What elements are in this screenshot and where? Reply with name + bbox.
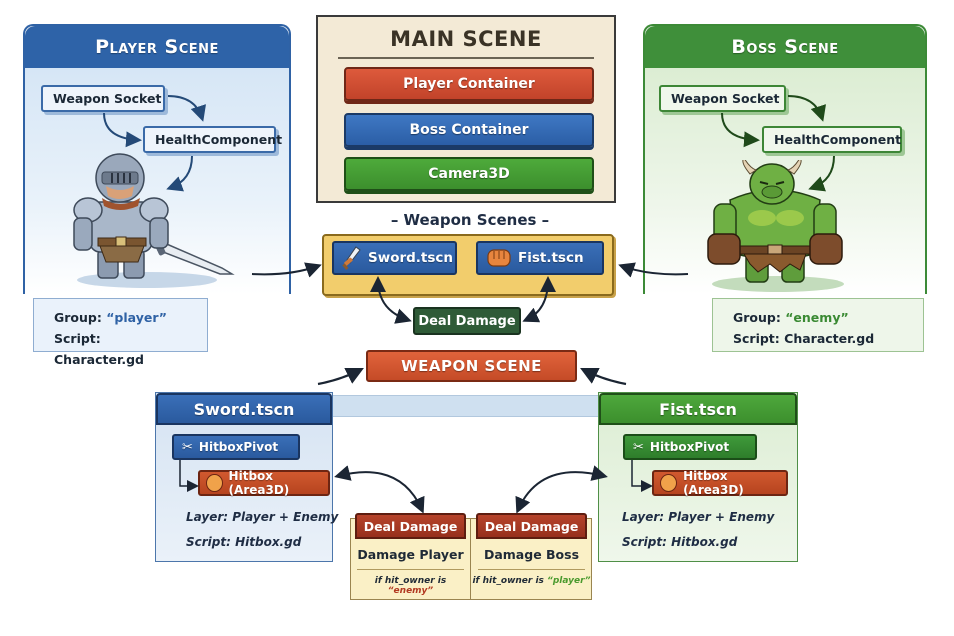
boss-scene-title: Boss Scene [645, 26, 925, 68]
sword-icon [342, 246, 361, 270]
player-script-value: Character.gd [54, 352, 144, 367]
condition-prefix: if hit_owner is [374, 576, 447, 586]
main-scene-divider [338, 57, 594, 59]
player-group-label: Group: [54, 310, 102, 325]
weapon-scene-banner: WEAPON SCENE [366, 350, 577, 382]
fist-hitbox-pivot-node[interactable]: ✂ HitboxPivot [623, 434, 757, 460]
sword-tscn-tab[interactable]: Sword.tscn [332, 241, 457, 275]
main-scene-title: MAIN SCENE [390, 27, 542, 51]
deal-damage-node[interactable]: Deal Damage [413, 307, 521, 335]
damage-player-title: Damage Player [357, 547, 464, 562]
sword-script-text: Script: Hitbox.gd [186, 535, 302, 549]
fist-layer-text: Layer: Player + Enemy [622, 510, 775, 524]
deal-damage-header: Deal Damage [355, 513, 466, 539]
sword-layer-text: Layer: Player + Enemy [186, 510, 339, 524]
arrow-fist-card-to-banner [580, 368, 627, 386]
damage-boss-title: Damage Boss [483, 547, 580, 562]
damage-player-column: Deal Damage Damage Player if hit_owner i… [351, 513, 471, 599]
player-health-component-node[interactable]: HealthComponent [143, 126, 282, 153]
boss-script-label: Script: [733, 331, 780, 346]
arrow-fist-hitbox-to-damage [515, 465, 608, 514]
arrow-sword-card-to-banner [317, 368, 364, 386]
damage-table: Deal Damage Damage Player if hit_owner i… [350, 513, 592, 600]
fist-hitbox-pivot-label: HitboxPivot [649, 440, 730, 454]
hitbox-pivot-icon: ✂ [633, 439, 644, 455]
hitbox-pivot-icon: ✂ [182, 439, 193, 455]
boss-health-component-node[interactable]: HealthComponent [762, 126, 902, 153]
fist-tscn-label: Fist.tscn [518, 250, 584, 266]
camera3d-button[interactable]: Camera3D [344, 157, 594, 191]
deal-damage-header: Deal Damage [476, 513, 587, 539]
sword-hitbox-pivot-label: HitboxPivot [198, 440, 279, 454]
player-info-box: Group: “player” Script: Character.gd [33, 298, 208, 367]
sword-hitbox-label: Hitbox (Area3D) [228, 469, 290, 497]
fist-scene-title: Fist.tscn [599, 393, 797, 425]
weapon-scene-band [330, 395, 610, 417]
sword-hitbox-node[interactable]: Hitbox (Area3D) [198, 469, 330, 497]
condition-prefix: if hit_owner is [472, 576, 548, 586]
fist-hitbox-label: Hitbox (Area3D) [683, 469, 744, 497]
boss-group-label: Group: [733, 310, 781, 325]
fist-tscn-tab[interactable]: Fist.tscn [476, 241, 604, 275]
knight-character-icon [73, 153, 235, 288]
boss-group-value: “enemy” [785, 310, 849, 325]
fist-icon [487, 249, 511, 267]
player-script-label: Script: [54, 331, 101, 346]
player-container-button[interactable]: Player Container [344, 67, 594, 101]
hitbox-area-icon [660, 474, 678, 492]
boss-script-value: Character.gd [784, 331, 875, 346]
condition-value-player: “player” [547, 576, 591, 586]
damage-boss-column: Deal Damage Damage Boss if hit_owner is … [472, 513, 591, 599]
fist-hitbox-node[interactable]: Hitbox (Area3D) [652, 469, 788, 497]
column-divider [357, 569, 464, 570]
sword-hitbox-pivot-node[interactable]: ✂ HitboxPivot [172, 434, 300, 460]
boss-container-button[interactable]: Boss Container [344, 113, 594, 147]
main-scene-panel: MAIN SCENE Player Container Boss Contain… [316, 15, 616, 203]
player-weapon-socket-node[interactable]: Weapon Socket [41, 85, 165, 112]
weapon-scenes-label: – Weapon Scenes – [390, 211, 550, 229]
fist-script-text: Script: Hitbox.gd [622, 535, 738, 549]
arrow-sword-hitbox-to-damage [334, 465, 425, 514]
player-group-value: “player” [106, 310, 167, 325]
column-divider [478, 569, 585, 570]
condition-value-enemy: “enemy” [387, 586, 434, 596]
orc-boss-character-icon [707, 160, 844, 292]
sword-tscn-label: Sword.tscn [368, 250, 454, 266]
weapon-scenes-tray: Sword.tscn Fist.tscn [322, 234, 614, 296]
boss-info-box: Group: “enemy” Script: Character.gd [712, 298, 924, 352]
damage-player-condition: if hit_owner is “enemy” [351, 576, 470, 596]
player-scene-title: Player Scene [25, 26, 289, 68]
sword-scene-title: Sword.tscn [156, 393, 332, 425]
damage-boss-condition: if hit_owner is “player” [472, 576, 591, 586]
hitbox-area-icon [206, 474, 223, 492]
boss-weapon-socket-node[interactable]: Weapon Socket [659, 85, 786, 112]
